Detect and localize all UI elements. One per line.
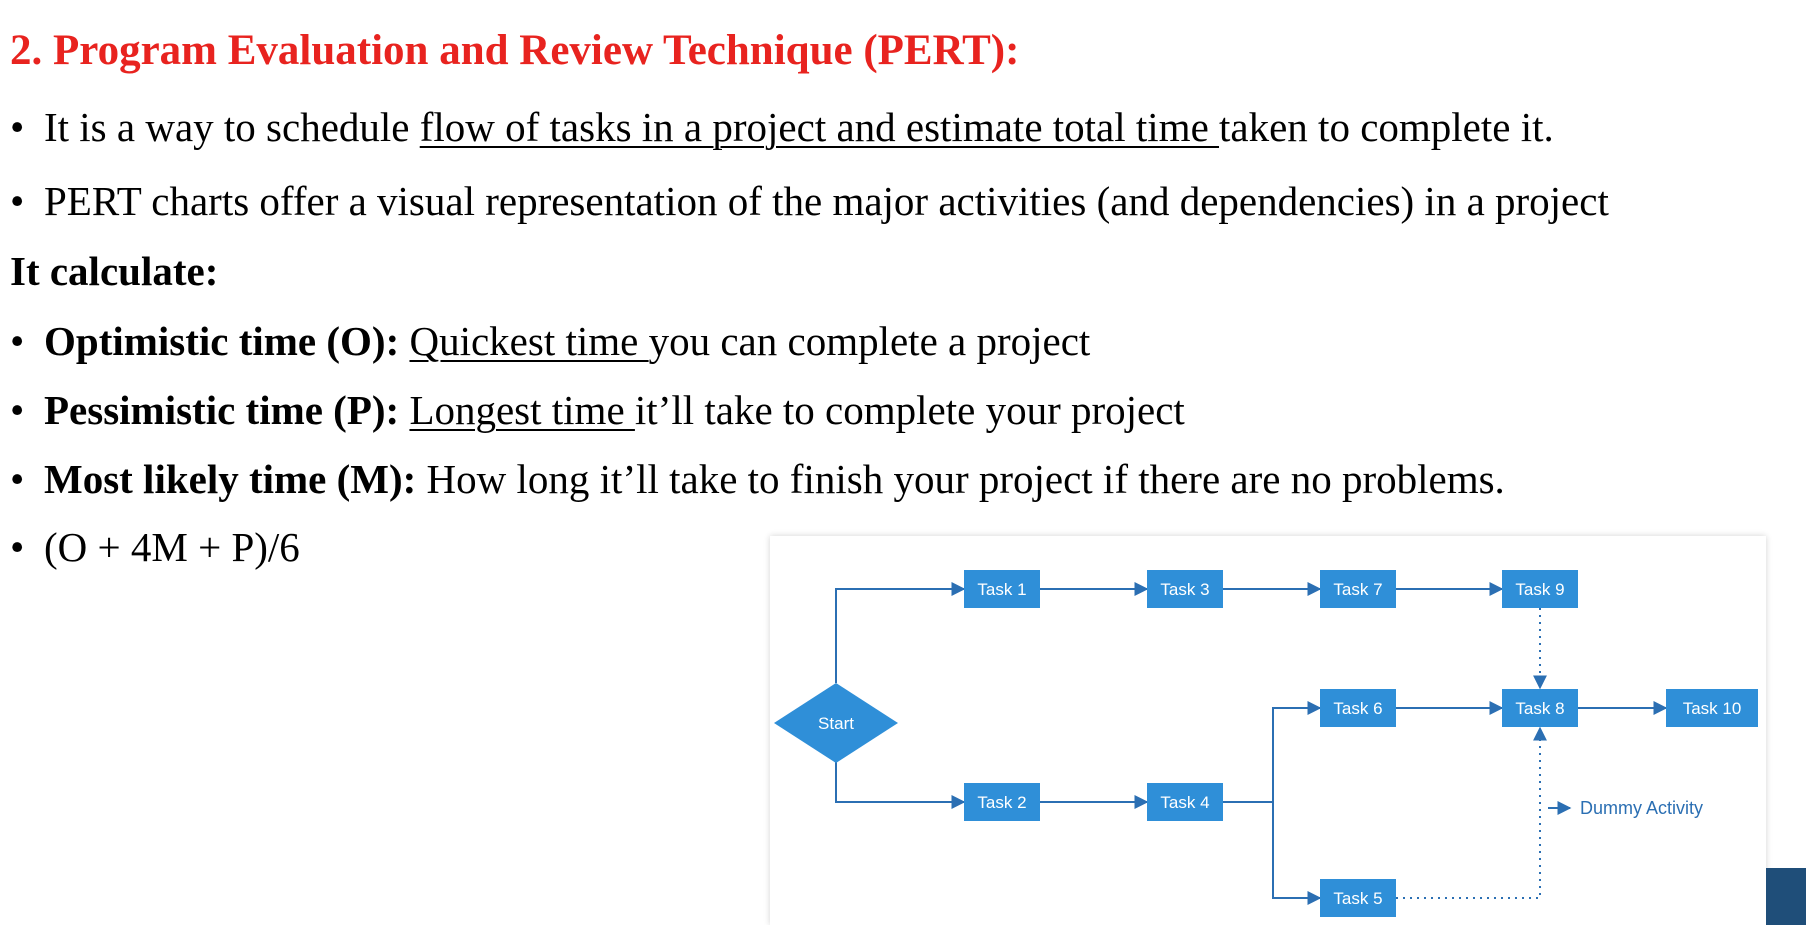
slide-heading: 2. Program Evaluation and Review Techniq…: [10, 27, 1020, 74]
task-6-label: Task 6: [1333, 699, 1382, 718]
task-node-5: Task 5: [1320, 879, 1396, 917]
task-5-label: Task 5: [1333, 889, 1382, 908]
task-9-label: Task 9: [1515, 580, 1564, 599]
task-node-1: Task 1: [964, 570, 1040, 608]
task-4-label: Task 4: [1160, 793, 1209, 812]
term-label: Optimistic time (O):: [44, 318, 400, 364]
pert-diagram: Start Task 1 Task 3 Task 7 Task 9 Tas: [770, 536, 1766, 925]
start-node: Start: [774, 683, 898, 763]
solid-edges: [835, 582, 1668, 905]
bullet-schedule-flow: •It is a way to schedule flow of tasks i…: [10, 100, 1554, 154]
bullet-formula: • (O + 4M + P)/6: [10, 520, 300, 574]
underlined-phrase: Longest time: [409, 387, 635, 433]
bullet-pessimistic-time: •Pessimistic time (P): Longest time it’l…: [10, 383, 1185, 437]
dummy-activity-label: Dummy Activity: [1580, 798, 1703, 818]
bullet-pert-charts: •PERT charts offer a visual representati…: [10, 174, 1609, 228]
term-label: Most likely time (M):: [44, 456, 417, 502]
dummy-edge-task5-task8: [1396, 726, 1547, 899]
bullet-dot: •: [10, 104, 25, 150]
bullet-dot: •: [10, 318, 25, 364]
task-node-2: Task 2: [964, 783, 1040, 821]
task-2-label: Task 2: [977, 793, 1026, 812]
task-node-3: Task 3: [1147, 570, 1223, 608]
bullet-dot: •: [10, 387, 25, 433]
task-8-label: Task 8: [1515, 699, 1564, 718]
bullet-dot: •: [10, 456, 25, 502]
task-node-10: Task 10: [1666, 689, 1758, 727]
task-1-label: Task 1: [977, 580, 1026, 599]
task-7-label: Task 7: [1333, 580, 1382, 599]
calc-heading: It calculate:: [10, 248, 219, 294]
task-node-9: Task 9: [1502, 570, 1578, 608]
start-label: Start: [818, 714, 854, 733]
bullet-most-likely-time: •Most likely time (M): How long it’ll ta…: [10, 452, 1505, 506]
dummy-edges: [1396, 608, 1547, 899]
bullet-dot: •: [10, 178, 25, 224]
pert-formula: (O + 4M + P)/6: [44, 524, 300, 570]
underlined-phrase: Quickest time: [409, 318, 649, 364]
underlined-phrase: flow of tasks in a project and estimate …: [419, 104, 1220, 150]
term-label: Pessimistic time (P):: [44, 387, 400, 433]
task-node-8: Task 8: [1502, 689, 1578, 727]
task-3-label: Task 3: [1160, 580, 1209, 599]
bullet-dot: •: [10, 524, 25, 570]
task-node-7: Task 7: [1320, 570, 1396, 608]
task-node-4: Task 4: [1147, 783, 1223, 821]
bullet-optimistic-time: •Optimistic time (O): Quickest time you …: [10, 314, 1090, 368]
corner-accent-bar: [1766, 868, 1806, 925]
task-10-label: Task 10: [1683, 699, 1742, 718]
pert-diagram-svg: Start Task 1 Task 3 Task 7 Task 9 Tas: [774, 570, 1758, 917]
edge-task4-task6: [1272, 701, 1322, 802]
edge-task4-task5: [1272, 802, 1322, 905]
edge-start-task1: [835, 582, 966, 683]
task-node-6: Task 6: [1320, 689, 1396, 727]
